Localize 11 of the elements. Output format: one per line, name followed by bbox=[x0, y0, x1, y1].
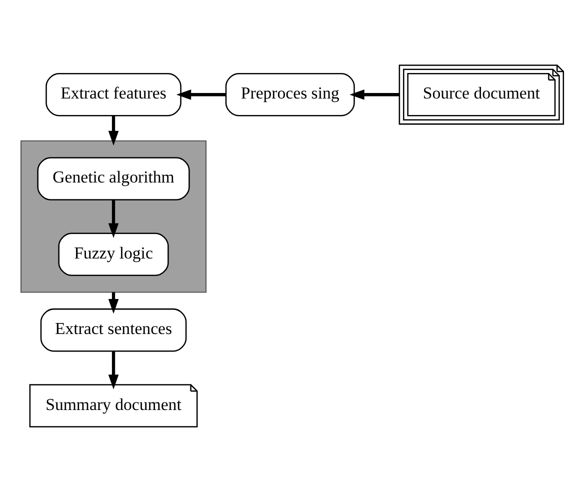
arrow bbox=[350, 88, 400, 100]
arrow bbox=[108, 350, 119, 389]
cluster bbox=[20, 140, 207, 292]
node-box: Extract features bbox=[46, 72, 182, 116]
node-box: Preproces sing bbox=[225, 72, 355, 116]
arrow bbox=[108, 199, 119, 238]
arrow bbox=[108, 115, 119, 146]
node-box: Genetic algorithm bbox=[37, 156, 190, 200]
arrow bbox=[176, 88, 226, 100]
node-box: Extract sentences bbox=[40, 308, 187, 352]
node-box: Fuzzy logic bbox=[58, 232, 169, 276]
